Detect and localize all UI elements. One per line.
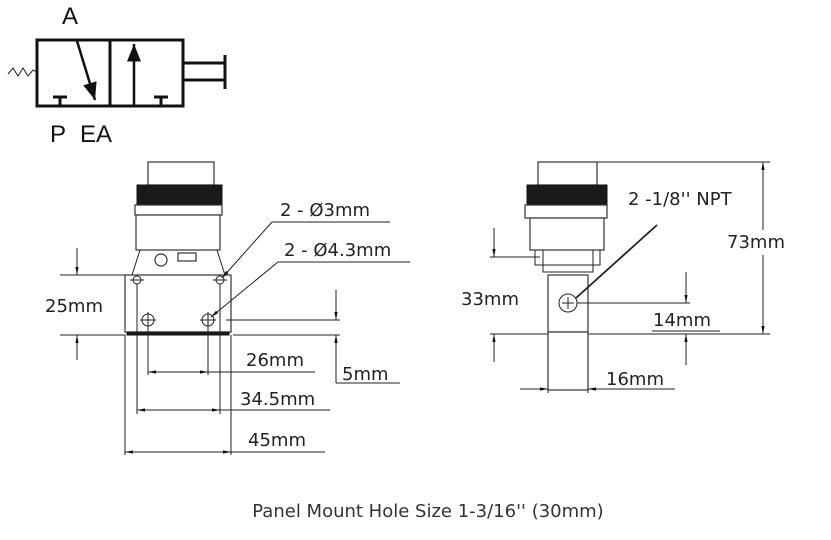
hole-offset-dimension: 5mm: [342, 364, 389, 385]
body-height-dimension: 33mm: [461, 289, 519, 310]
width-dimension: 45mm: [248, 430, 306, 451]
port-a-label: A: [62, 3, 78, 30]
height-dimension: 25mm: [45, 296, 103, 317]
port-ea-label: EA: [80, 121, 112, 148]
port-p-label: P: [50, 121, 66, 148]
small-hole-callout: 2 - Ø3mm: [280, 200, 370, 221]
blocked-port-icon: [53, 95, 67, 106]
body-width-dimension: 16mm: [606, 369, 664, 390]
front-view: 25mm 26mm 34.5mm 45mm 5mm 2 - Ø3mm 2 - Ø…: [45, 161, 410, 455]
hole-spacing-dimension: 26mm: [246, 350, 304, 371]
mounting-plate: [124, 274, 232, 333]
panel-mount-note: Panel Mount Hole Size 1-3/16'' (30mm): [252, 501, 603, 522]
port-height-dimension: 14mm: [653, 310, 711, 331]
spring-icon: [7, 67, 38, 77]
large-hole-callout: 2 - Ø4.3mm: [284, 240, 391, 261]
side-view: 2 -1/8'' NPT 73mm 33mm 14mm 16mm: [461, 161, 785, 393]
total-height-dimension: 73mm: [727, 232, 785, 253]
push-button-actuator-icon: [183, 55, 227, 89]
flow-arrow-down-icon: [75, 40, 97, 101]
mount-spacing-dimension: 34.5mm: [240, 389, 315, 410]
valve-symbol: A P EA: [7, 3, 227, 148]
port-callout: 2 -1/8'' NPT: [628, 189, 733, 210]
blocked-port-icon: [154, 95, 168, 106]
